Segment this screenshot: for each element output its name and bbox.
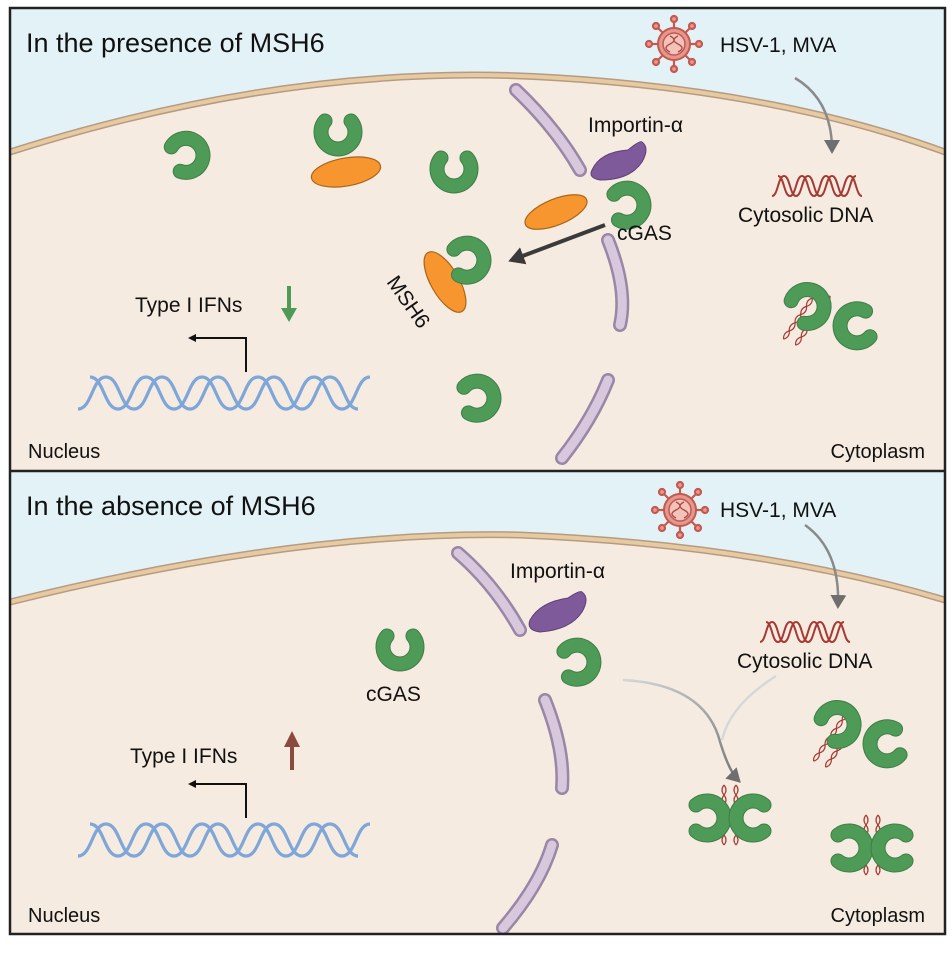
nuclear-envelope xyxy=(509,83,630,465)
ifn-increase-arrow xyxy=(284,731,300,770)
virus-entry-arrow xyxy=(804,523,847,609)
msh6-icon xyxy=(524,194,588,230)
importin-label: Importin-α xyxy=(510,560,605,583)
importin-label: Importin-α xyxy=(588,114,683,137)
cytosolic-dna-label: Cytosolic DNA xyxy=(738,204,873,227)
panel-title: In the presence of MSH6 xyxy=(26,28,325,58)
cytoplasm-label: Cytoplasm xyxy=(831,905,925,927)
cgas-label: cGAS xyxy=(617,222,672,245)
virus-entry-arrow xyxy=(794,76,840,154)
msh6-icon xyxy=(310,156,382,188)
importin-alpha-icon xyxy=(528,591,587,633)
dna-convergence-arrow xyxy=(720,674,777,741)
importin-alpha-icon xyxy=(590,141,647,181)
nuclear-import-arrow xyxy=(508,223,606,265)
virus-label: HSV-1, MVA xyxy=(720,34,836,57)
ifn-label: Type I IFNs xyxy=(135,294,242,317)
cgas-label: cGAS xyxy=(366,683,421,706)
panel-title: In the absence of MSH6 xyxy=(26,491,316,521)
virus-label: HSV-1, MVA xyxy=(720,499,836,522)
ifn-decrease-arrow xyxy=(281,286,297,322)
panel-absence: In the absence of MSH6 HSV-1, MVA Cytoso… xyxy=(9,472,946,935)
transcription-start-arrow xyxy=(188,780,247,818)
cytoplasm-label: Cytoplasm xyxy=(831,441,925,463)
ifn-label: Type I IFNs xyxy=(130,745,237,768)
nucleus-label: Nucleus xyxy=(28,441,100,463)
virus-icon xyxy=(650,480,710,540)
nuclear-envelope xyxy=(451,546,570,935)
transcription-start-arrow xyxy=(188,334,247,372)
virus-icon xyxy=(644,14,704,74)
cgas-dna-binding-arrow xyxy=(622,678,741,783)
cytosolic-dna-label: Cytosolic DNA xyxy=(737,650,872,673)
cytoplasm-region xyxy=(10,534,945,934)
panel-presence: In the presence of MSH6 HSV-1, MVA Cytos… xyxy=(8,8,947,470)
nucleus-label: Nucleus xyxy=(28,905,100,927)
